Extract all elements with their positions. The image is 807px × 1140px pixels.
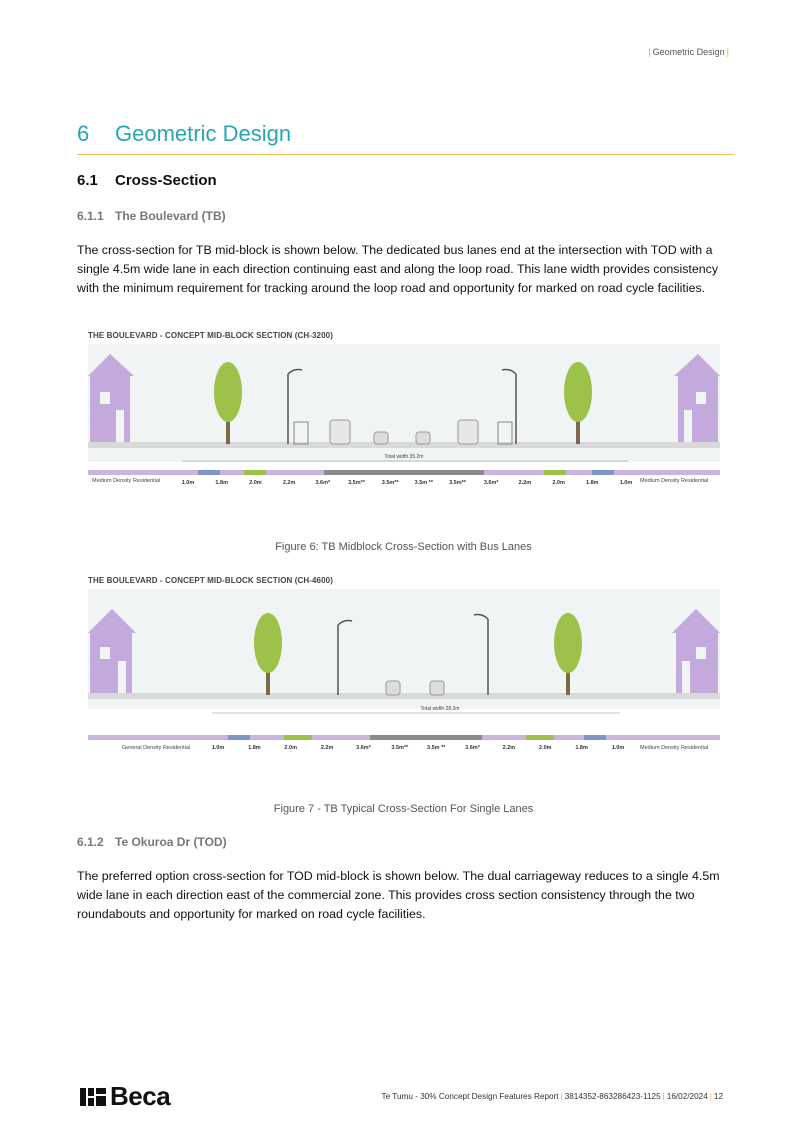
bus-shelter-right <box>497 421 513 445</box>
band-footpath-left <box>228 735 250 740</box>
figure-6-width-label: 2.0m <box>249 480 262 486</box>
figure-7-width-label: 1.8m <box>575 745 588 751</box>
figure-6-width-label: 2.2m <box>283 480 296 486</box>
footer-text: Te Tumu - 30% Concept Design Features Re… <box>381 1092 723 1101</box>
band-footpath-right <box>592 470 614 475</box>
footer-page: 12 <box>713 1092 723 1101</box>
bus-right <box>457 419 479 445</box>
total-width-label: Total width 28.2m <box>421 706 460 712</box>
figure-7-caption: Figure 7 - TB Typical Cross-Section For … <box>273 803 534 815</box>
tree-left <box>254 613 282 695</box>
figure-6-width-label: 2.0m <box>552 480 565 486</box>
band-footpath-left <box>198 470 220 475</box>
tb-paragraph: The cross-section for TB mid-block is sh… <box>77 243 719 295</box>
figure-6-width-label: 1.0m <box>620 480 633 486</box>
tb-title: The Boulevard (TB) <box>115 209 226 223</box>
section-heading: 6 Geometric Design <box>77 121 734 155</box>
figure-7-width-label: 3.6m* <box>465 745 481 751</box>
figure-7-width-labels: 1.0m 1.8m 2.0m 2.2m 3.6m* 3.5m** 3.5m ** 3.6m* 2… <box>212 745 625 751</box>
footer-date: 16/02/2024 <box>666 1092 708 1101</box>
house-left <box>88 354 134 442</box>
band-cycle-right <box>544 470 566 475</box>
figure-7-width-label: 2.0m <box>539 745 552 751</box>
figure-7-title: THE BOULEVARD - CONCEPT MID-BLOCK SECTIO… <box>88 576 333 585</box>
band-carriageway <box>324 470 484 475</box>
subsection-title: Cross-Section <box>115 172 217 189</box>
house-right <box>674 354 720 442</box>
figure-7-width-label: 3.5m ** <box>427 745 446 751</box>
tod-heading: 6.1.2 Te Okuroa Dr (TOD) <box>77 835 227 849</box>
car-left <box>385 680 401 696</box>
subsection-number: 6.1 <box>77 172 98 189</box>
ground-line <box>88 693 720 699</box>
figure-6-width-label: 3.6m* <box>484 480 500 486</box>
running-header: |Geometric Design| <box>648 47 729 57</box>
figure-6-width-label: 3.5m** <box>449 480 467 486</box>
figure-7: THE BOULEVARD - CONCEPT MID-BLOCK SECTIO… <box>88 576 720 789</box>
figure-6-caption: Figure 6: TB Midblock Cross-Section with… <box>275 541 532 553</box>
footer-report: Te Tumu - 30% Concept Design Features Re… <box>381 1092 559 1101</box>
band-cycle-right <box>526 735 554 740</box>
figure-6-width-label: 1.8m <box>215 480 228 486</box>
figure-7-width-label: 2.2m <box>321 745 334 751</box>
footer-ref: 3814352-863286423-1125 <box>564 1092 661 1101</box>
section-number: 6 <box>77 121 90 146</box>
figure-7-width-label: 2.0m <box>284 745 297 751</box>
figure-6-width-label: 1.0m <box>182 480 195 486</box>
lamp-left <box>287 368 303 444</box>
figure-6-width-label: 3.5m ** <box>415 480 434 486</box>
car-left <box>373 431 389 445</box>
figure-6-width-label: 3.5m** <box>382 480 400 486</box>
figure-7-width-label: 1.0m <box>612 745 625 751</box>
figure-6-cross-section: Total width 35.2m Medium Density Residen… <box>88 344 720 486</box>
car-right <box>415 431 431 445</box>
beca-wordmark: Beca <box>110 1081 171 1111</box>
figure-6-title: THE BOULEVARD - CONCEPT MID-BLOCK SECTIO… <box>88 331 333 340</box>
tod-number: 6.1.2 <box>77 835 104 849</box>
band-footpath-right <box>584 735 606 740</box>
figure-6-width-label: 3.5m** <box>348 480 366 486</box>
tb-number: 6.1.1 <box>77 209 104 223</box>
bus-left <box>329 419 351 445</box>
figure-6-width-label: 3.6m* <box>315 480 331 486</box>
figure-7-width-label: 3.5m** <box>391 745 409 751</box>
ground-line <box>88 442 720 448</box>
figure-7-width-label: 2.2m <box>503 745 516 751</box>
sky-area <box>88 589 720 709</box>
figure-7-width-label: 1.0m <box>212 745 225 751</box>
running-header-label: Geometric Design <box>652 47 725 57</box>
beca-logo: Beca <box>80 1081 171 1112</box>
lamp-left <box>337 619 353 695</box>
left-zone-label: Medium Density Residential <box>92 478 160 484</box>
tod-paragraph: The preferred option cross-section for T… <box>77 869 720 921</box>
band-cycle-left <box>284 735 312 740</box>
figure-6-width-labels: 1.0m 1.8m 2.0m 2.2m 3.6m* 3.5m** 3.5m** 3.5m **… <box>182 480 633 486</box>
figure-6: THE BOULEVARD - CONCEPT MID-BLOCK SECTIO… <box>88 331 720 524</box>
total-width-label: Total width 35.2m <box>385 454 424 460</box>
figure-7-width-label: 1.8m <box>248 745 261 751</box>
house-right <box>672 609 720 693</box>
band-carriageway <box>370 735 482 740</box>
tree-left <box>214 362 242 444</box>
figure-7-cross-section: Total width 28.2m General Density Reside… <box>88 589 720 751</box>
band-cycle-left <box>244 470 266 475</box>
beca-logo-icon <box>80 1087 106 1106</box>
tb-heading: 6.1.1 The Boulevard (TB) <box>77 209 226 223</box>
right-zone-label: Medium Density Residential <box>640 745 708 751</box>
figure-6-width-label: 1.8m <box>586 480 599 486</box>
tree-right <box>564 362 592 444</box>
lamp-right <box>473 613 489 695</box>
figure-6-width-label: 2.2m <box>519 480 532 486</box>
tod-title: Te Okuroa Dr (TOD) <box>115 835 227 849</box>
subsection-heading: 6.1 Cross-Section <box>77 172 217 189</box>
lamp-right <box>501 368 517 444</box>
section-title: Geometric Design <box>115 121 292 146</box>
car-right <box>429 680 445 696</box>
figure-7-width-label: 3.6m* <box>356 745 372 751</box>
right-zone-label: Medium Density Residential <box>640 478 708 484</box>
tree-right <box>554 613 582 695</box>
house-left <box>88 609 136 693</box>
left-zone-label: General Density Residential <box>122 745 190 751</box>
bus-shelter-left <box>293 421 309 445</box>
